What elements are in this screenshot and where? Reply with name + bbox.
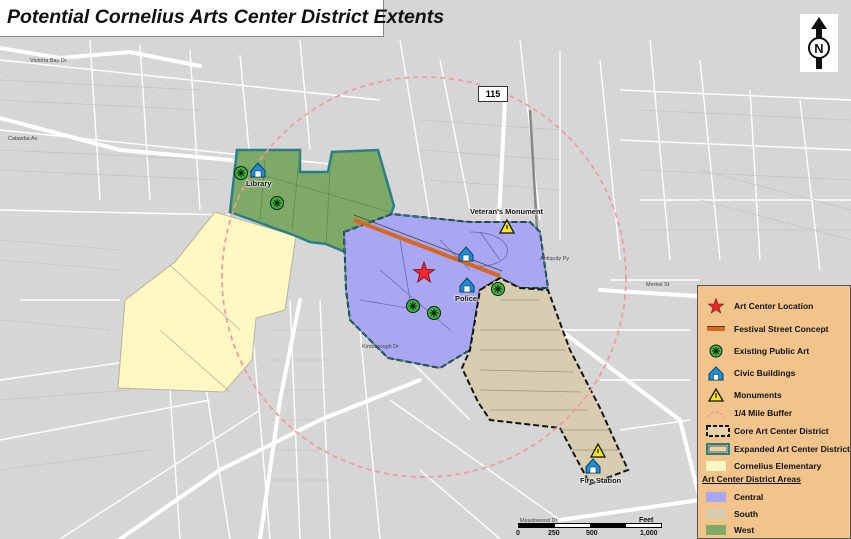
civic-building-library <box>250 162 266 178</box>
legend: Art Center Location Festival Street Conc… <box>697 285 851 539</box>
civic-building-police <box>459 277 475 293</box>
legend-item-festival-street: Festival Street Concept <box>706 321 828 337</box>
legend-label: Cornelius Elementary <box>734 461 822 471</box>
blue-house-icon <box>708 366 724 381</box>
label-veterans-monument: Veteran's Monument <box>470 207 544 216</box>
highway-shield: 115 <box>478 86 508 102</box>
legend-label: Existing Public Art <box>734 346 810 356</box>
street-label-meadowood: Meadowood Dr <box>520 518 558 524</box>
fine-lots <box>0 79 851 481</box>
scale-tick-0: 0 <box>516 530 520 537</box>
legend-item-monuments: Monuments <box>706 387 782 403</box>
label-fire-station: Fire Station <box>580 476 622 485</box>
south-area <box>460 276 630 486</box>
west-lot-lines <box>244 149 391 245</box>
quarter-mile-buffer <box>221 76 627 478</box>
legend-item-expanded-district: Expanded Art Center District <box>706 441 850 457</box>
north-arrow-icon: N <box>808 17 830 69</box>
legend-area-west: West <box>706 522 754 538</box>
parcel-grid <box>0 39 851 539</box>
street-label-catawba: Catawba Av <box>8 136 38 142</box>
street-label-merkel: Merkel St <box>646 282 670 288</box>
legend-label: Festival Street Concept <box>734 324 829 334</box>
legend-item-art-center: Art Center Location <box>706 298 813 314</box>
label-police: Police <box>455 294 478 303</box>
south-lot-lines <box>479 299 620 451</box>
legend-label: West <box>734 525 755 535</box>
red-star-icon <box>707 298 725 314</box>
scale-tick-500: 500 <box>586 530 598 537</box>
legend-label: Monuments <box>734 390 782 400</box>
legend-item-core-district: Core Art Center District <box>706 423 829 439</box>
legend-item-buffer: 1/4 Mile Buffer <box>706 405 792 421</box>
orange-line-icon <box>707 326 725 331</box>
south-swatch-icon <box>706 509 726 519</box>
legend-item-public-art: Existing Public Art <box>706 343 809 359</box>
scale-unit: Feet <box>639 517 654 524</box>
legend-areas-heading: Art Center District Areas <box>702 474 801 484</box>
legend-label: South <box>734 509 759 519</box>
green-burst-icon <box>709 344 723 358</box>
scale-tick-1000: 1,000 <box>640 530 658 537</box>
civic-building-town <box>458 246 474 262</box>
legend-label: 1/4 Mile Buffer <box>734 408 793 418</box>
festival-street <box>353 218 501 278</box>
label-library: Library <box>246 179 272 188</box>
legend-label: Central <box>734 492 764 502</box>
street-label-kimborough: Kimborough Dr <box>362 344 399 350</box>
pink-dashed-circle-icon <box>706 411 726 418</box>
street-label-antiquity: Antiquity Py <box>540 256 570 262</box>
festival-street-edge <box>353 214 503 272</box>
scale-tick-250: 250 <box>548 530 560 537</box>
scale-bar-graphic <box>518 523 662 528</box>
teal-outline-icon <box>706 443 730 455</box>
elementary-subdivision <box>159 264 241 393</box>
north-arrow: N <box>800 14 838 72</box>
legend-item-civic-buildings: Civic Buildings <box>706 365 795 381</box>
west-swatch-icon <box>706 525 726 535</box>
scale-bar: Feet 0 250 500 1,000 <box>512 517 662 539</box>
legend-label: Expanded Art Center District <box>734 444 850 454</box>
art-center-star <box>412 260 436 283</box>
monument-fire-station <box>589 442 607 458</box>
civic-building-fire-station <box>585 458 601 474</box>
legend-label: Core Art Center District <box>734 426 829 436</box>
central-swatch-icon <box>706 492 726 502</box>
legend-area-south: South <box>706 506 758 522</box>
street-label-victoria-bay: Victoria Bay Dr <box>30 58 67 64</box>
legend-area-central: Central <box>706 489 763 505</box>
cream-swatch-icon <box>706 461 726 471</box>
black-dashed-outline-icon <box>706 425 730 437</box>
north-letter: N <box>814 41 823 56</box>
yellow-triangle-icon <box>707 387 725 402</box>
legend-label: Art Center Location <box>734 301 814 311</box>
monument-veterans <box>498 218 516 234</box>
cornelius-elementary-area <box>117 211 297 393</box>
public-art-markers <box>234 166 505 320</box>
legend-label: Civic Buildings <box>734 368 796 378</box>
title-box: Potential Cornelius Arts Center District… <box>0 0 444 37</box>
map-title: Potential Cornelius Arts Center District… <box>7 6 445 28</box>
legend-item-elementary: Cornelius Elementary <box>706 458 821 474</box>
